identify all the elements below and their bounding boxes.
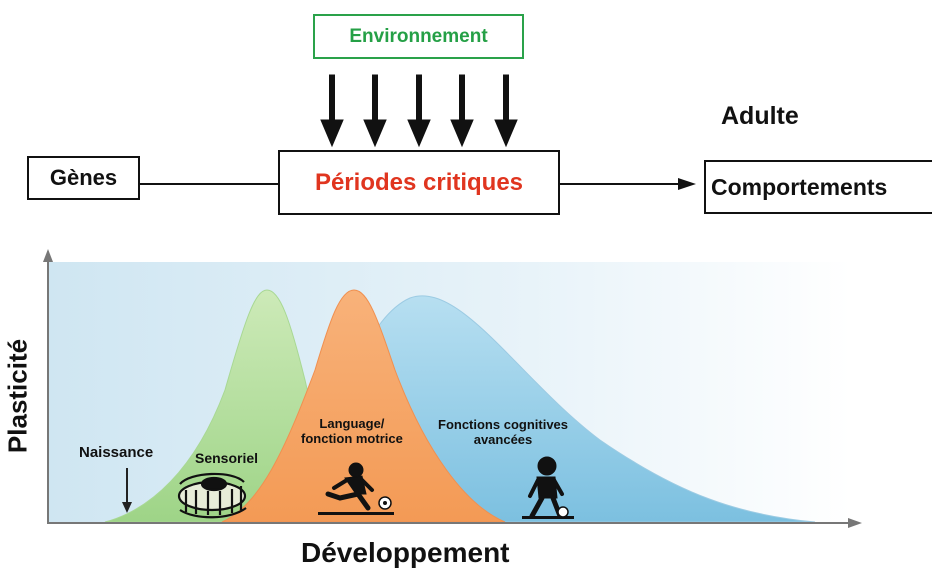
sensory-label: Sensoriel [195,450,259,466]
environment-arrow-5 [494,74,518,148]
environment-arrow-3 [407,74,431,148]
genes-box: Gènes [27,156,140,200]
cognitive-label-line-1: Fonctions cognitives [438,417,569,432]
x-axis-arrowhead [848,518,862,528]
environment-arrow-1 [320,74,344,148]
cognitive-label-line-2: avancées [473,431,533,447]
birth-arrow [122,468,132,513]
critical-periods-label: Périodes critiques [314,168,524,196]
environment-arrow-2 [363,74,387,148]
y-axis-arrowhead [43,249,53,262]
environment-arrows [320,74,518,148]
birth-label: Naissance [79,444,154,461]
running-child-icon [318,462,394,515]
environment-label: Environnement [349,25,488,47]
environment-box: Environnement [313,14,524,59]
language-label: Language/ fonction motrice [301,416,403,447]
orange-curve [221,289,506,523]
cognitive-label: Fonctions cognitives avancées [438,417,569,448]
environment-arrow-4 [450,74,474,148]
language-label-line-2: fonction motrice [301,430,403,446]
behaviors-label: Comportements [711,173,888,200]
soccer-ball-icon [378,496,392,510]
x-axis-label: Développement [301,537,510,568]
behaviors-arrowhead [678,178,696,190]
soccer-ball-icon [557,506,569,518]
behaviors-box: Comportements [704,160,932,214]
adult-label: Adulte [721,102,799,130]
critical-periods-box: Périodes critiques [278,150,560,215]
language-label-line-1: Language/ [319,416,385,431]
crib-icon [177,472,247,519]
genes-label: Gènes [49,165,118,190]
y-axis-label: Plasticité [2,338,33,454]
